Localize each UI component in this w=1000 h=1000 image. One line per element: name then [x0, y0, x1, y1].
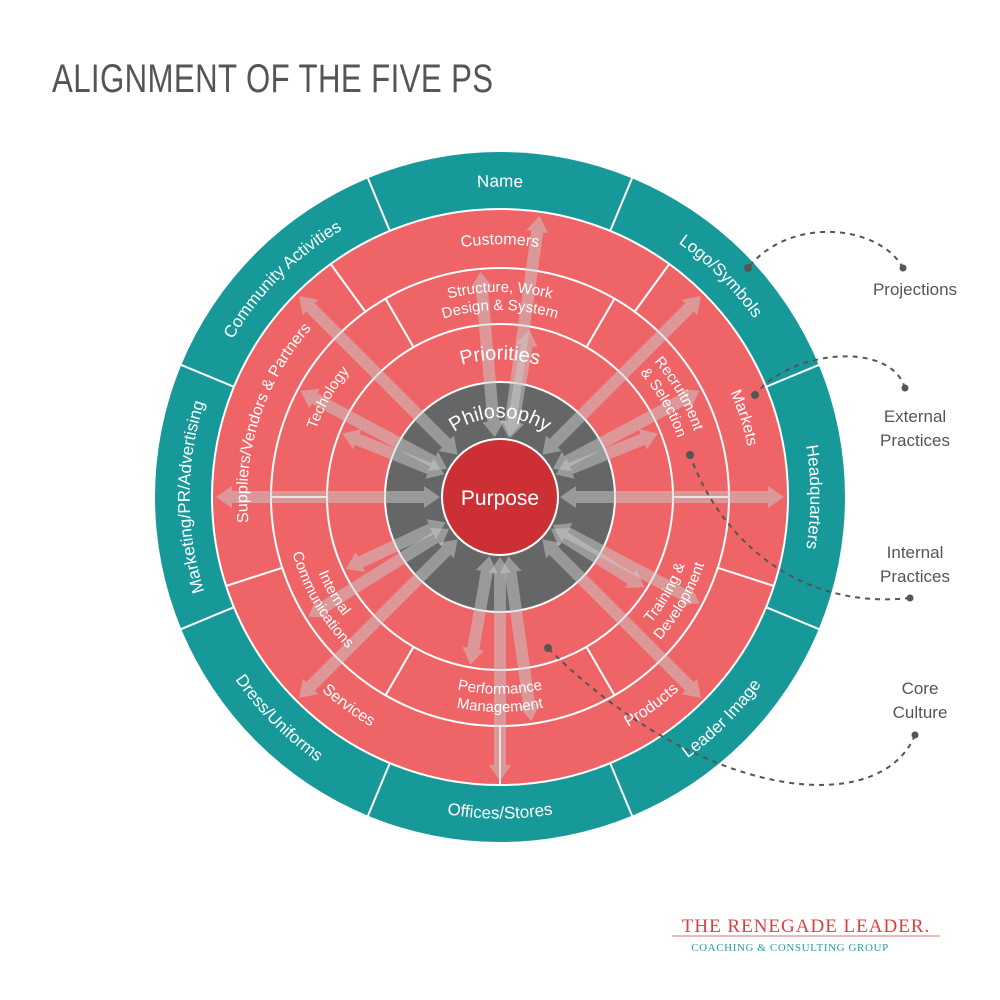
- alignment-arrow: [308, 527, 450, 618]
- alignment-arrow: [300, 388, 448, 472]
- alignment-arrow: [470, 271, 505, 438]
- alignment-wheel: Purpose NameLogo/SymbolsHeadquartersLead…: [155, 152, 845, 842]
- projection-name: Name: [477, 172, 524, 192]
- segment-divider: [765, 606, 821, 631]
- projection-headquarters: Headquarters: [802, 443, 825, 550]
- purpose-label: Purpose: [461, 487, 539, 510]
- arrowhead-icon: [744, 264, 752, 272]
- legend-external-line1: External: [884, 407, 946, 426]
- external-customers: Customers: [460, 231, 541, 251]
- internal-structure-work-line1: Structure, Work: [446, 279, 555, 303]
- segment-divider: [765, 363, 821, 388]
- segment-divider: [384, 298, 415, 348]
- alignment-arrow: [552, 388, 700, 472]
- legend: Projections External Practices Internal …: [873, 280, 957, 722]
- segment-divider: [225, 566, 283, 587]
- external-practices-pointer: [751, 355, 909, 399]
- segment-divider: [384, 646, 415, 696]
- segment-divider: [585, 646, 616, 696]
- pointer-dot: [911, 731, 919, 739]
- segment-divider: [179, 363, 235, 388]
- legend-internal-line2: Practices: [880, 567, 950, 586]
- core-culture-pointer: [544, 644, 919, 786]
- legend-core-line2: Culture: [893, 703, 948, 722]
- alignment-arrow: [502, 329, 538, 438]
- pointer-dot: [901, 384, 909, 392]
- alignment-arrow: [299, 296, 458, 455]
- alignment-arrow: [499, 215, 549, 438]
- alignment-arrow: [542, 296, 701, 455]
- legend-core-line1: Core: [902, 679, 939, 698]
- segment-divider: [179, 606, 235, 631]
- segment-divider: [329, 263, 367, 313]
- legend-external-line2: Practices: [880, 431, 950, 450]
- pointer-dot: [906, 594, 914, 602]
- legend-internal-line1: Internal: [887, 543, 944, 562]
- arrowhead-icon: [686, 451, 694, 459]
- alignment-arrow: [462, 556, 498, 665]
- segment-divider: [366, 176, 391, 232]
- segment-divider: [609, 176, 634, 232]
- logo-name: THE RENEGADE LEADER.: [682, 916, 931, 937]
- alignment-arrow: [489, 557, 511, 781]
- arrowhead-icon: [751, 391, 759, 399]
- segment-divider: [717, 566, 775, 587]
- alignment-arrow: [550, 527, 645, 588]
- segment-divider: [585, 298, 616, 348]
- legend-projections: Projections: [873, 280, 957, 299]
- alignment-arrow: [216, 486, 440, 508]
- projections-pointer: [744, 230, 907, 272]
- segment-divider: [633, 263, 671, 313]
- arrowhead-icon: [544, 644, 552, 652]
- alignment-arrow: [342, 429, 445, 479]
- alignment-arrow: [499, 556, 541, 721]
- alignment-arrow: [542, 539, 701, 698]
- logo: THE RENEGADE LEADER. COACHING & CONSULTI…: [672, 916, 940, 954]
- projection-offices-stores: Offices/Stores: [446, 799, 553, 822]
- alignment-arrow: [555, 429, 658, 479]
- purpose-core: [441, 438, 559, 556]
- alignment-arrow: [560, 486, 784, 508]
- alignment-arrow: [345, 519, 446, 573]
- segment-divider: [609, 762, 634, 818]
- alignment-arrow: [552, 522, 700, 606]
- logo-tagline: COACHING & CONSULTING GROUP: [691, 942, 889, 954]
- internal-performance-line2: Management: [456, 695, 545, 716]
- segment-divider: [366, 762, 391, 818]
- pointer-dot: [899, 264, 907, 272]
- internal-practices-pointer: [686, 451, 914, 602]
- alignment-arrow: [299, 539, 458, 698]
- page-title: ALIGNMENT OF THE FIVE PS: [52, 56, 493, 101]
- internal-performance-line1: Performance: [457, 677, 544, 698]
